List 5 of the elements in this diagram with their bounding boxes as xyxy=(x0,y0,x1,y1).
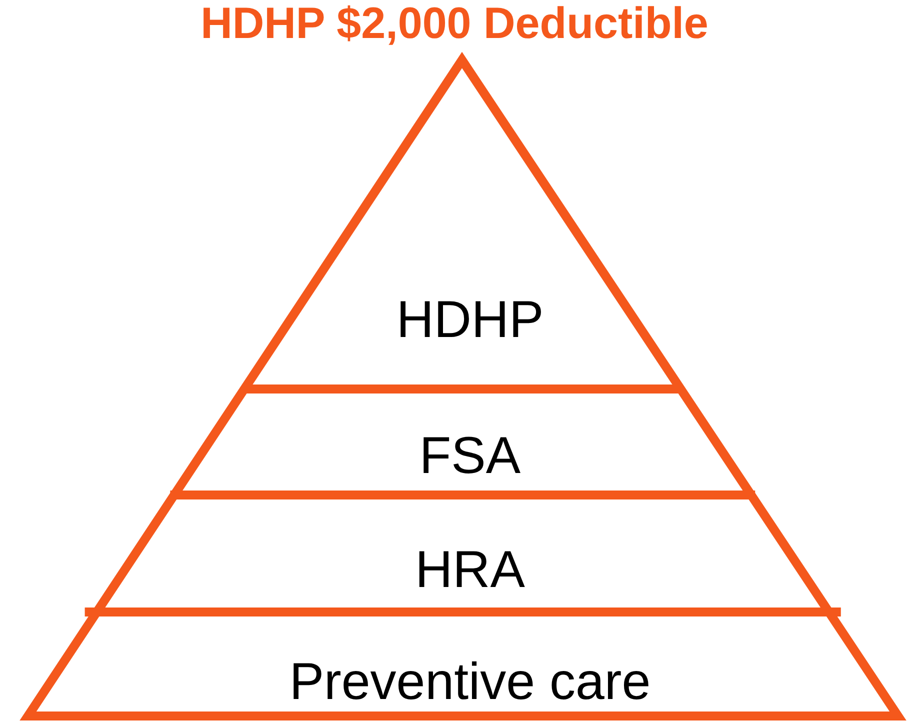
pyramid-tier-label: HDHP xyxy=(360,294,580,346)
pyramid-tier-label: FSA xyxy=(370,430,570,482)
pyramid-tier-label: HRA xyxy=(370,544,570,596)
pyramid-tier-label: Preventive care xyxy=(210,656,730,708)
title: HDHP $2,000 Deductible xyxy=(200,2,710,46)
